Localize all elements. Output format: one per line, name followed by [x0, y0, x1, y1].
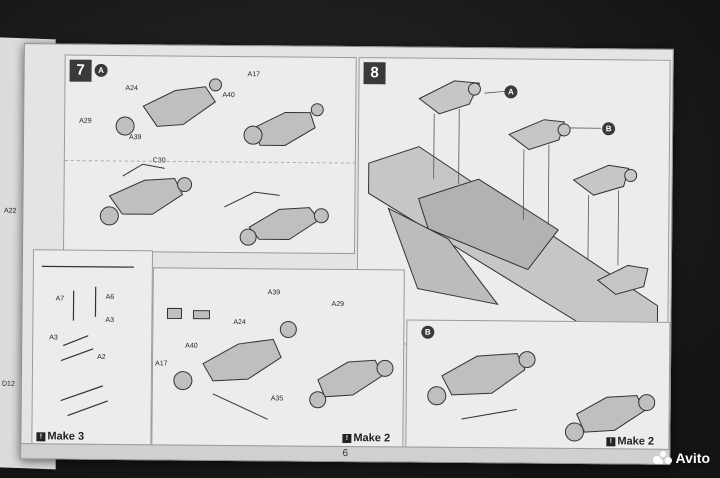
instruction-sheet: 7 A A17 A24 A40 A29 A39 C30	[20, 43, 674, 465]
watermark-text: Avito	[675, 450, 710, 466]
chassis-frame-drawing	[368, 80, 659, 342]
part-label-a22: A22	[4, 207, 17, 215]
make-2-label-middle: !Make 2	[342, 432, 390, 444]
front-axle-drawing	[166, 307, 394, 420]
part-label-d12: D12	[2, 380, 15, 388]
make-3-panel: A7 A6 A3 A3 A2 !Make 3	[31, 249, 154, 451]
make-2-panel-middle: A39 A29 A24 A40 A17 A35 !Make 2	[151, 267, 405, 453]
axle-assembly-drawing	[64, 78, 355, 246]
step-marker-icon: !	[606, 437, 616, 447]
step-7-panel: 7 A A17 A24 A40 A29 A39 C30	[63, 54, 357, 255]
step-8-panel: 8 A B	[356, 57, 671, 347]
make-3-label: !Make 3	[36, 430, 85, 443]
step-marker-icon: !	[342, 433, 352, 444]
link-rods-drawing	[41, 265, 134, 417]
step-marker-icon: !	[36, 432, 46, 442]
avito-watermark: Avito	[652, 450, 710, 466]
make-2-text: Make 2	[353, 432, 391, 445]
make-2-text: Make 2	[617, 435, 655, 448]
make-2-label-right: !Make 2	[606, 435, 655, 448]
make-2-panel-right: B !Make 2	[405, 319, 671, 455]
avito-logo-icon	[652, 451, 673, 465]
make-3-text: Make 3	[47, 430, 85, 443]
steering-linkage-drawing	[427, 351, 656, 442]
